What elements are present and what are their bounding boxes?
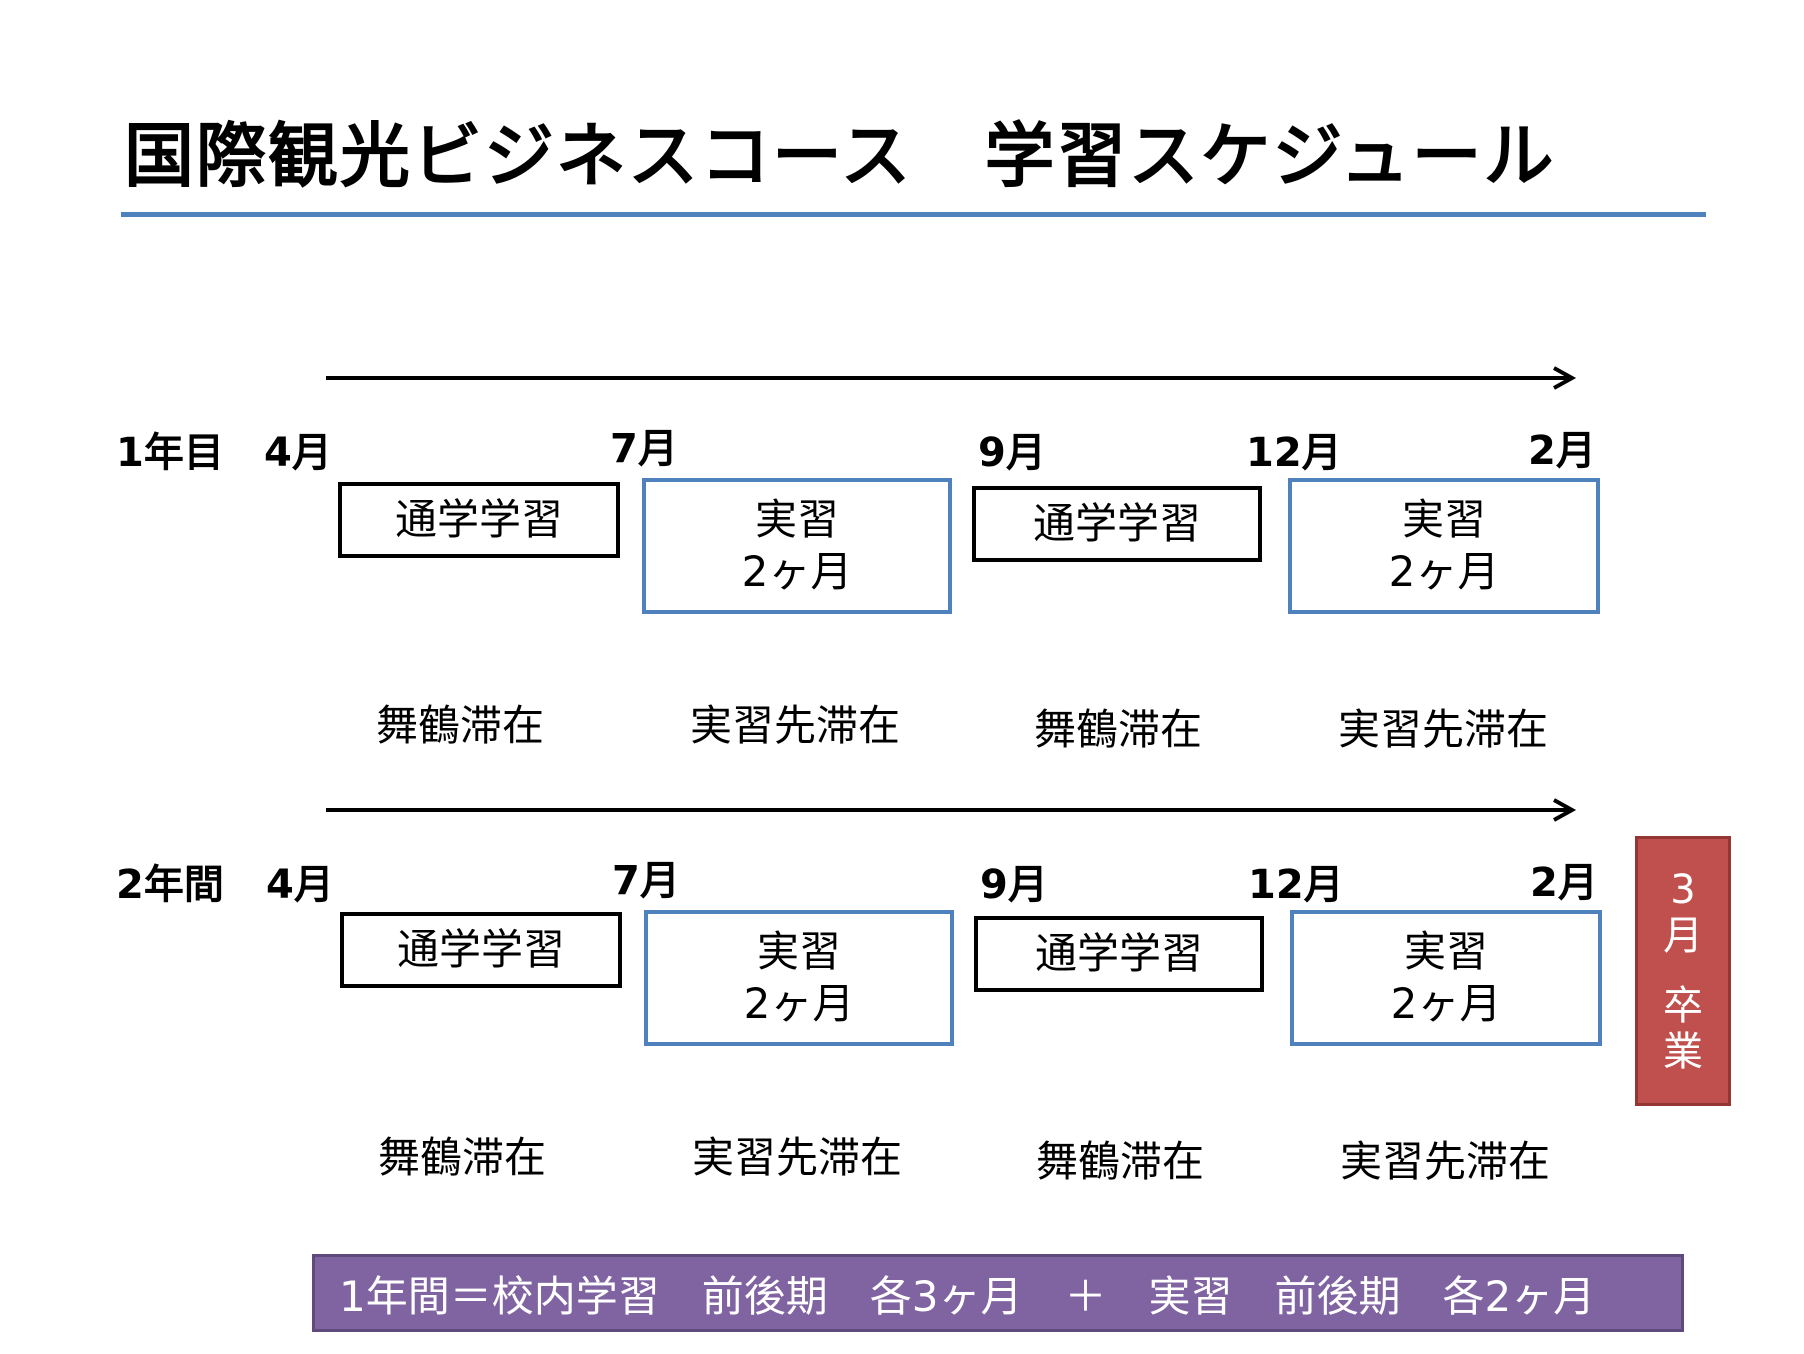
graduation-char: 卒 (1663, 983, 1703, 1029)
month-label: 2月 (1528, 428, 1596, 474)
schedule-box-school: 通学学習 (974, 916, 1264, 992)
title-rule (121, 212, 1706, 217)
box-line1: 実習 (756, 926, 841, 976)
schedule-box-internship: 実習 2ヶ月 (644, 910, 954, 1046)
month-label: 4月 (264, 430, 332, 476)
box-line2: 2ヶ月 (741, 547, 853, 596)
month-label: 2月 (1530, 860, 1598, 906)
month-label: 4月 (266, 862, 334, 908)
row-label-year1: 1年目 (116, 430, 224, 476)
schedule-box-school: 通学学習 (972, 486, 1262, 562)
month-label: 7月 (610, 426, 678, 472)
schedule-box-school: 通学学習 (338, 482, 620, 558)
schedule-box-internship: 実習 2ヶ月 (1290, 910, 1602, 1046)
box-line1: 実習 (1401, 494, 1486, 544)
month-label: 9月 (980, 862, 1048, 908)
schedule-box-school: 通学学習 (340, 912, 622, 988)
stay-label: 舞鶴滞在 (1034, 705, 1203, 754)
stay-label: 舞鶴滞在 (376, 701, 545, 750)
box-line2: 2ヶ月 (743, 979, 855, 1028)
box-line1: 実習 (1403, 926, 1488, 976)
month-label: 9月 (978, 430, 1046, 476)
timeline-arrow-row2 (326, 798, 1577, 822)
row-label-year2: 2年間 (116, 862, 224, 908)
stay-label: 実習先滞在 (1340, 1137, 1551, 1186)
stay-label: 実習先滞在 (1338, 705, 1549, 754)
stay-label: 実習先滞在 (690, 701, 901, 750)
month-label: 12月 (1248, 862, 1344, 908)
graduation-char: 3 (1670, 867, 1696, 913)
month-label: 7月 (612, 858, 680, 904)
timeline-arrow-row1 (326, 366, 1577, 390)
schedule-box-internship: 実習 2ヶ月 (642, 478, 952, 614)
page-title: 国際観光ビジネスコース 学習スケジュール (124, 115, 1556, 197)
summary-banner: 1年間＝校内学習 前後期 各3ヶ月 ＋ 実習 前後期 各2ヶ月 (312, 1254, 1684, 1332)
graduation-box: 3 月 卒 業 (1635, 836, 1731, 1106)
box-line1: 実習 (754, 494, 839, 544)
stay-label: 舞鶴滞在 (378, 1133, 547, 1182)
box-line2: 2ヶ月 (1390, 979, 1502, 1028)
schedule-box-internship: 実習 2ヶ月 (1288, 478, 1600, 614)
box-line1: 通学学習 (394, 494, 563, 544)
stay-label: 舞鶴滞在 (1036, 1137, 1205, 1186)
box-line1: 通学学習 (1034, 928, 1203, 978)
box-line1: 通学学習 (396, 924, 565, 974)
stay-label: 実習先滞在 (692, 1133, 903, 1182)
box-line1: 通学学習 (1032, 498, 1201, 548)
graduation-char: 月 (1663, 913, 1703, 959)
month-label: 12月 (1246, 430, 1342, 476)
graduation-char: 業 (1663, 1029, 1703, 1075)
box-line2: 2ヶ月 (1388, 547, 1500, 596)
